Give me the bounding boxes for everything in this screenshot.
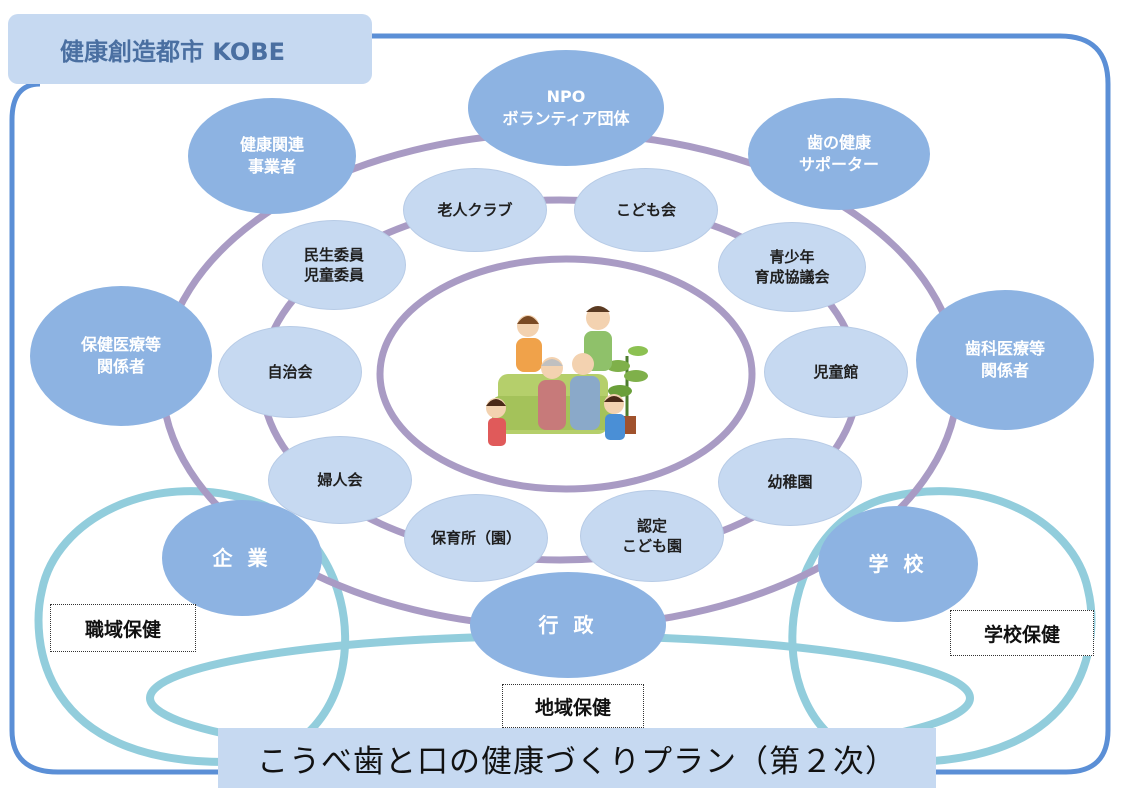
node-children-hall: 児童館	[764, 326, 908, 418]
school-loop	[788, 487, 1096, 767]
node-health-medical: 保健医療等 関係者	[30, 286, 212, 426]
outer-frame	[9, 33, 1111, 775]
node-dental-medical: 歯科医療等 関係者	[916, 290, 1094, 430]
label-community-health: 地域保健	[502, 684, 644, 728]
node-government: 行 政	[470, 572, 666, 678]
inner-ring	[376, 255, 756, 493]
page-title: 健康創造都市 KOBE	[60, 37, 285, 66]
node-womens-assoc: 婦人会	[268, 436, 412, 524]
node-certified-center: 認定 こども園	[580, 490, 724, 582]
label-school-health: 学校保健	[950, 610, 1094, 656]
node-school: 学 校	[818, 506, 978, 622]
node-welfare-commissioner: 民生委員 児童委員	[262, 220, 406, 310]
title-tab: 健康創造都市 KOBE	[8, 14, 372, 84]
node-npo: NPO ボランティア団体	[468, 50, 664, 166]
label-workplace-health: 職域保健	[50, 604, 196, 652]
node-residents-assoc: 自治会	[218, 326, 362, 418]
node-elderly-club: 老人クラブ	[403, 168, 547, 252]
node-children-club: こども会	[574, 168, 718, 252]
workplace-loop	[34, 487, 350, 767]
node-nursery: 保育所（園）	[404, 494, 548, 582]
node-dental-supporter: 歯の健康 サポーター	[748, 98, 930, 210]
node-health-business: 健康関連 事業者	[188, 98, 356, 214]
node-kindergarten: 幼稚園	[718, 438, 862, 526]
node-youth-council: 青少年 育成協議会	[718, 222, 866, 312]
node-company: 企 業	[162, 500, 322, 616]
family-illustration	[486, 306, 648, 446]
plan-title: こうべ歯と口の健康づくりプラン（第２次）	[257, 743, 897, 780]
plan-banner: こうべ歯と口の健康づくりプラン（第２次）	[218, 728, 936, 788]
